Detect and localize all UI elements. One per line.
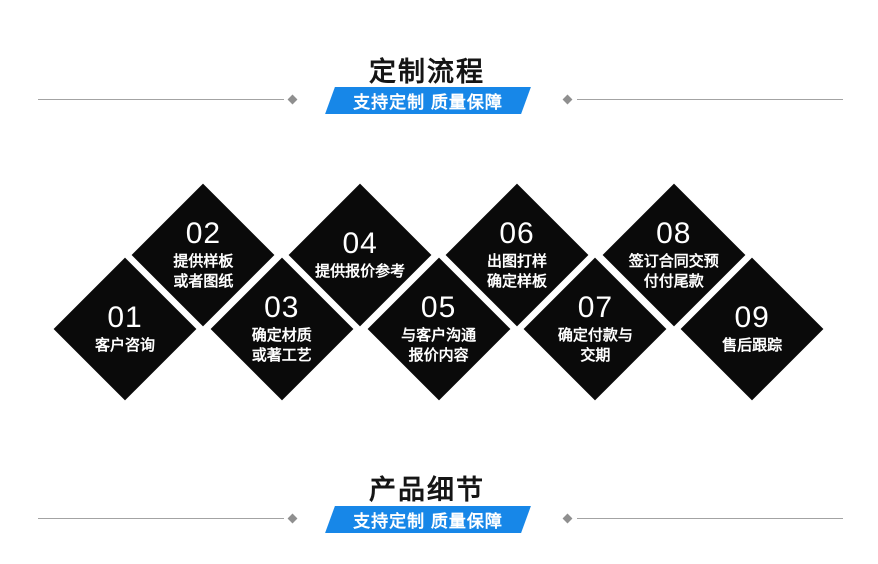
step-label-line: 提供样板 (173, 253, 234, 271)
process-right-line (577, 99, 843, 100)
step-label-line: 客户咨询 (94, 337, 155, 355)
process-left-line (38, 99, 284, 100)
step-label-line: 或者图纸 (173, 273, 234, 291)
step-text: 06 出图打样确定样板 (445, 183, 589, 327)
step-label-line: 确定付款与 (557, 327, 633, 345)
step-text: 09 售后跟踪 (680, 257, 824, 401)
details-left-diamond-marker-icon (287, 513, 298, 524)
details-banner-label: 支持定制 质量保障 (353, 512, 503, 531)
step-number: 08 (656, 216, 692, 250)
step-label-line: 与客户沟通 (401, 327, 477, 345)
step-label-line: 出图打样 (486, 253, 547, 271)
process-banner: 支持定制 质量保障 (330, 87, 526, 114)
step-number: 01 (107, 300, 143, 334)
process-left-diamond-marker-icon (287, 94, 298, 105)
step-label-line: 签订合同交预 (628, 253, 719, 271)
step-number: 06 (499, 216, 535, 250)
step-text: 01 客户咨询 (53, 257, 197, 401)
step-text: 02 提供样板或者图纸 (131, 183, 275, 327)
step-number: 03 (264, 290, 300, 324)
step-text: 08 签订合同交预付付尾款 (602, 183, 746, 327)
step-label-line: 确定样板 (486, 273, 547, 291)
details-banner: 支持定制 质量保障 (330, 506, 526, 533)
step-text: 07 确定付款与交期 (523, 257, 667, 401)
step-label-line: 或著工艺 (251, 347, 312, 365)
step-number: 09 (734, 300, 770, 334)
details-right-line (577, 518, 843, 519)
step-label-line: 确定材质 (251, 327, 312, 345)
process-banner-label: 支持定制 质量保障 (353, 93, 503, 112)
step-label-line: 交期 (580, 347, 611, 365)
step-label-line: 提供报价参考 (315, 263, 406, 281)
step-label-line: 报价内容 (408, 347, 469, 365)
details-left-line (38, 518, 284, 519)
step-number: 07 (577, 290, 614, 324)
step-label-line: 售后跟踪 (722, 337, 783, 355)
step-number: 05 (420, 290, 457, 324)
details-right-diamond-marker-icon (562, 513, 573, 524)
step-text: 03 确定材质或著工艺 (210, 257, 354, 401)
step-number: 04 (342, 226, 378, 260)
process-section-title: 定制流程 (369, 57, 485, 87)
step-text: 05 与客户沟通报价内容 (367, 257, 511, 401)
process-right-diamond-marker-icon (562, 94, 573, 105)
step-number: 02 (185, 216, 222, 250)
details-section-title: 产品细节 (369, 475, 485, 505)
step-label-line: 付付尾款 (643, 273, 704, 291)
step-text: 04 提供报价参考 (288, 183, 432, 327)
